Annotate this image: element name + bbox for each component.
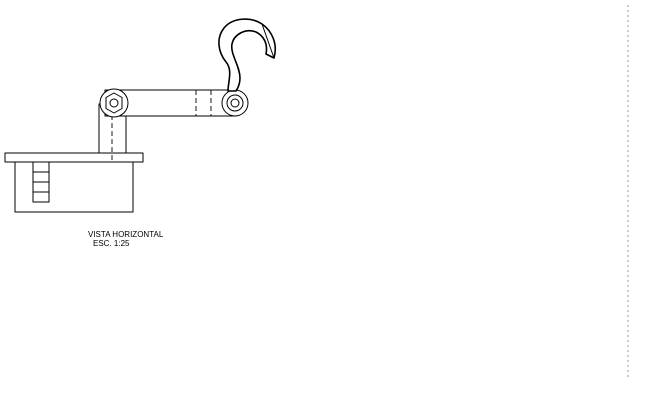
view-scale-label: ESC. 1:25: [93, 239, 130, 248]
side-elevation-view: [5, 19, 275, 212]
view-title-label: VISTA HORIZONTAL: [88, 230, 164, 239]
